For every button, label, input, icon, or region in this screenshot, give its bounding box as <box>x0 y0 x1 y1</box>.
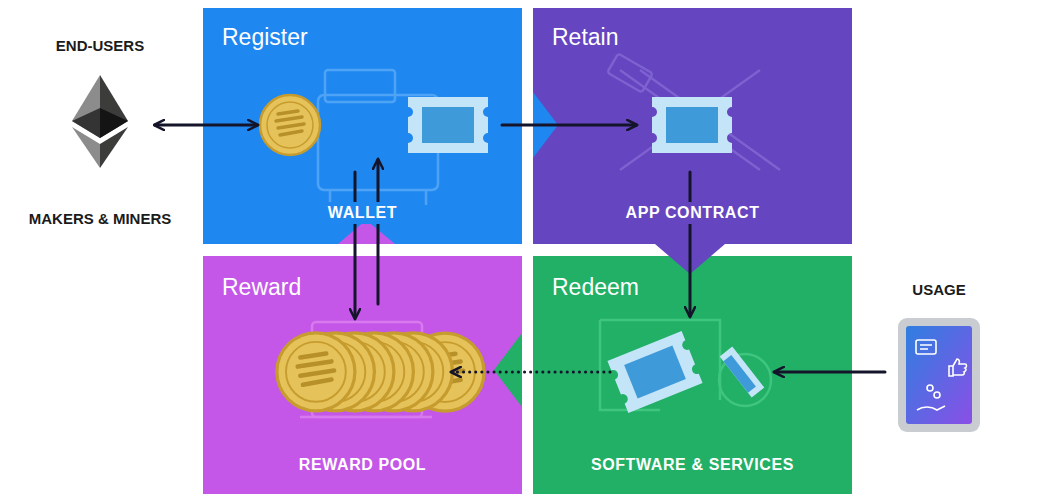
stage-title: Redeem <box>552 274 639 301</box>
stage-panel: RetainAPP CONTRACT <box>533 8 852 244</box>
actor-name: USAGE <box>912 278 965 301</box>
flow-arrow <box>775 371 885 374</box>
stage-caption: APP CONTRACT <box>619 202 765 224</box>
stage-panel: RedeemSOFTWARE & SERVICES <box>533 256 852 494</box>
stage-title: Register <box>222 24 308 51</box>
flow-arrow <box>155 124 257 127</box>
actor-name: MAKERS & MINERS <box>29 207 172 230</box>
stage-panel: RewardREWARD POOL <box>203 256 522 494</box>
stage-caption: SOFTWARE & SERVICES <box>585 454 800 476</box>
stage-caption: WALLET <box>322 202 403 224</box>
actor-label: USAGE <box>897 278 981 314</box>
actor-name: END-USERS <box>56 34 144 57</box>
stage-caption: REWARD POOL <box>293 454 433 476</box>
actor-label: END-USERS MAKERS & MINERS <box>23 34 178 230</box>
dotted-arrow <box>452 371 610 374</box>
flow-arrow <box>354 172 357 318</box>
flow-arrow <box>377 160 380 304</box>
stage-title: Reward <box>222 274 301 301</box>
flow-arrow <box>689 172 692 316</box>
flow-arrow <box>502 124 636 127</box>
stage-title: Retain <box>552 24 618 51</box>
stage-panel: RegisterWALLET <box>203 8 522 244</box>
